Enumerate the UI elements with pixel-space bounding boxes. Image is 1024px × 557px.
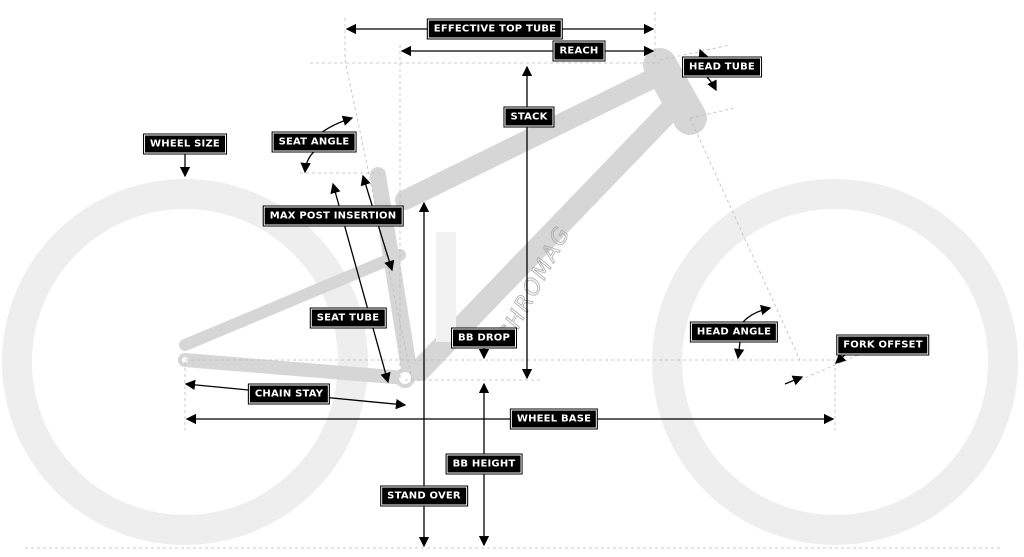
wheel-size-label: WHEEL SIZE xyxy=(143,133,227,155)
chain-stay-label: CHAIN STAY xyxy=(247,383,331,405)
effective-top-tube-label: EFFECTIVE TOP TUBE xyxy=(426,18,564,40)
stand-over-label: STAND OVER xyxy=(380,485,468,507)
fork-offset-label: FORK OFFSET xyxy=(836,334,930,356)
bb-drop-label: BB DROP xyxy=(451,327,517,349)
wheel-base-label: WHEEL BASE xyxy=(509,408,599,430)
reach-label: REACH xyxy=(552,40,606,62)
bike-frame xyxy=(178,48,707,388)
head-angle-label: HEAD ANGLE xyxy=(689,321,779,343)
bb-height-label: BB HEIGHT xyxy=(445,453,523,475)
front-wheel xyxy=(652,179,1018,545)
seat-tube-label: SEAT TUBE xyxy=(309,307,387,329)
stack-label: STACK xyxy=(503,106,555,128)
head-tube-label: HEAD TUBE xyxy=(682,56,762,78)
max-post-insertion-label: MAX POST INSERTION xyxy=(262,205,404,227)
seat-angle-label: SEAT ANGLE xyxy=(271,131,357,153)
